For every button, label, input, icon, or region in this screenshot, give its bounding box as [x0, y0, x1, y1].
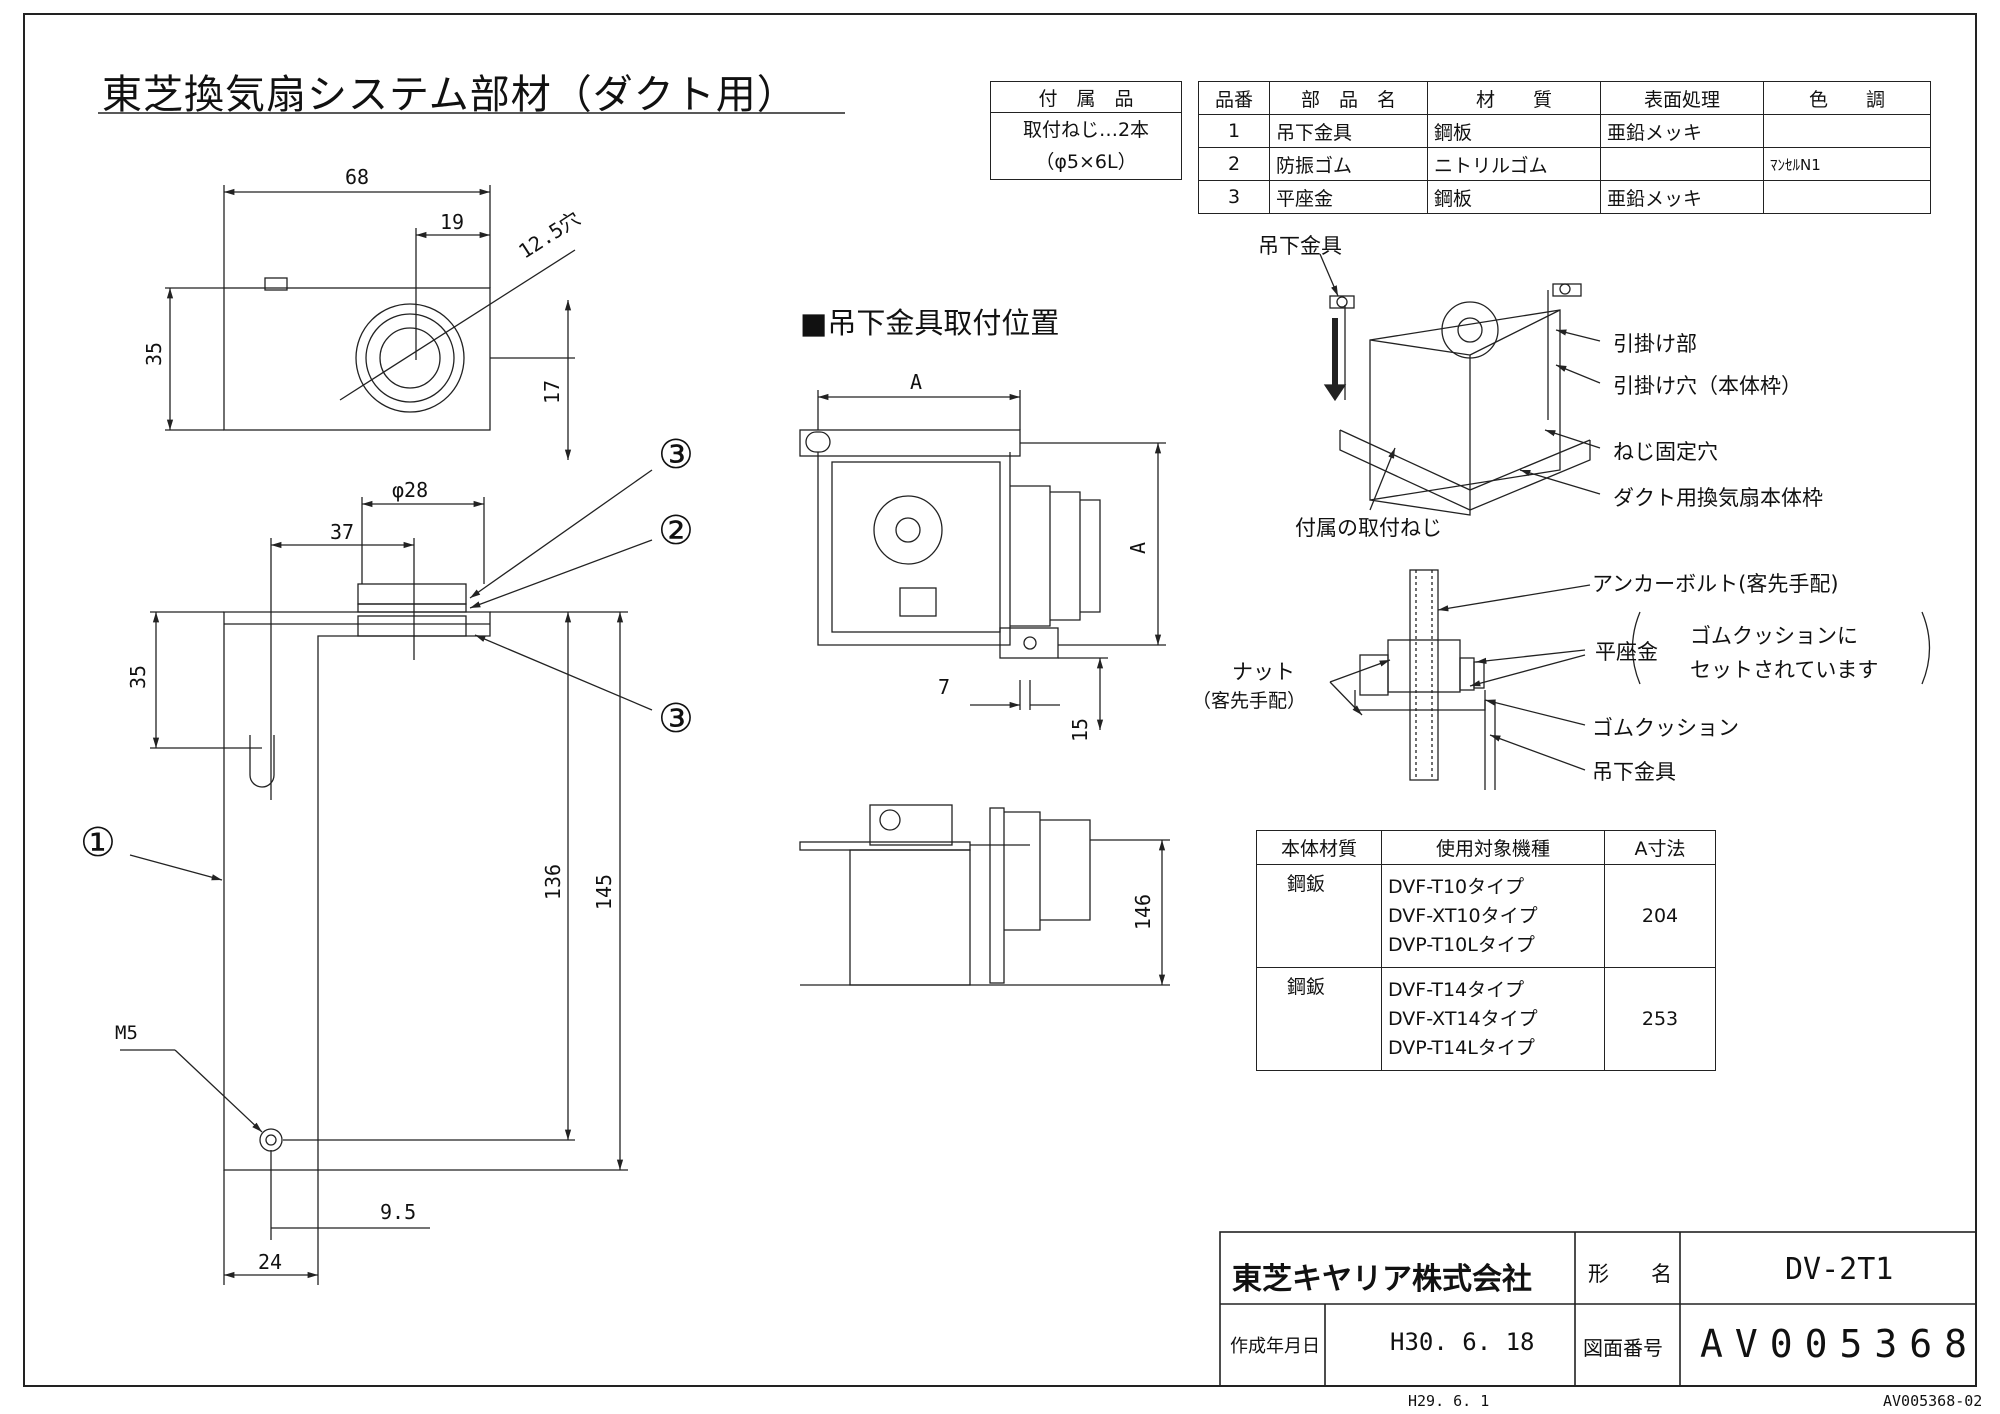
company-name: 東芝キヤリア株式会社 [1232, 1262, 1532, 1297]
label-hook: 引掛け部 [1613, 332, 1697, 356]
dim-24: 24 [258, 1250, 283, 1274]
dim-136: 136 [541, 863, 566, 901]
model-cell-a: 204 [1604, 864, 1716, 968]
parts-cell: 2 [1198, 147, 1270, 181]
model-table: 本体材質 使用対象機種 A寸法 鋼鈑 DVF-T10タイプ DVF-XT10タイ… [1256, 830, 1716, 1071]
model-name: DVF-XT14タイプ [1388, 1007, 1538, 1030]
model-cell-material: 鋼鈑 [1256, 967, 1382, 1071]
dim-15: 15 [1068, 717, 1093, 743]
label-cushion-note-2: セットされています [1690, 658, 1879, 682]
label-hanger: 吊下金具 [1258, 234, 1342, 258]
model-name: DVP-T10Lタイプ [1388, 933, 1535, 956]
dim-7: 7 [938, 675, 951, 699]
label-cushion-note-1: ゴムクッションに [1690, 624, 1858, 648]
creation-date: H30. 6. 18 [1390, 1328, 1535, 1356]
date-label: 作成年月日 [1230, 1336, 1320, 1357]
label-screw-hole: ねじ固定穴 [1613, 440, 1718, 464]
accessory-header: 付 属 品 [990, 81, 1182, 113]
parts-cell: 吊下金具 [1269, 114, 1428, 148]
parts-cell: 鋼板 [1427, 114, 1601, 148]
parts-cell: ニトリルゴム [1427, 147, 1601, 181]
label-nut-note: （客先手配） [1192, 690, 1307, 712]
parts-cell: 1 [1198, 114, 1270, 148]
label-hook-hole: 引掛け穴（本体枠） [1613, 374, 1802, 398]
dim-35: 35 [126, 664, 151, 690]
dim-145: 145 [592, 873, 617, 911]
accessory-line: 取付ねじ…2本 （φ5×6L） [990, 112, 1182, 180]
model-name: DVF-XT10タイプ [1388, 904, 1538, 927]
callout-3-bottom: ③ [658, 696, 694, 742]
dim-37: 37 [330, 520, 355, 544]
model-name: DVF-T10タイプ [1388, 875, 1525, 898]
model-header-models: 使用対象機種 [1381, 830, 1605, 865]
footer-date: H29. 6. 1 [1408, 1392, 1490, 1410]
page-title: 東芝換気扇システム部材（ダクト用） [102, 72, 798, 118]
accessory-line-1: 取付ねじ…2本 [1022, 119, 1150, 141]
parts-cell: ﾏﾝｾﾙN1 [1763, 147, 1931, 181]
label-washer: 平座金 [1595, 640, 1658, 664]
dim-35-top: 35 [142, 341, 167, 367]
callout-1: ① [80, 820, 116, 866]
label-anchor-bolt: アンカーボルト(客先手配) [1592, 572, 1839, 596]
mounting-plan-view [799, 390, 1166, 730]
parts-cell: 鋼板 [1427, 180, 1601, 214]
perspective-view [1319, 253, 1601, 516]
dim-146: 146 [1131, 893, 1156, 931]
accessory-line-2: （φ5×6L） [1035, 151, 1137, 173]
model-cell-models: DVF-T14タイプ DVF-XT14タイプ DVP-T14Lタイプ [1381, 967, 1605, 1071]
model-label: 形 名 [1588, 1262, 1672, 1286]
callout-3-top: ③ [658, 432, 694, 478]
parts-cell: 3 [1198, 180, 1270, 214]
dim-19: 19 [440, 210, 465, 234]
parts-header-finish: 表面処理 [1600, 81, 1764, 115]
drawing-number-label: 図面番号 [1583, 1336, 1663, 1360]
sheet-border [23, 13, 1977, 1387]
callout-2: ② [658, 508, 694, 554]
dim-68: 68 [345, 165, 370, 189]
footer-code: AV005368-02 [1883, 1392, 1983, 1410]
accessory-table: 付 属 品 取付ねじ…2本 （φ5×6L） [990, 81, 1182, 180]
parts-table: 品番 部 品 名 材 質 表面処理 色 調 1 吊下金具 鋼板 亜鉛メッキ 2 … [1198, 81, 1931, 214]
parts-header-color: 色 調 [1763, 81, 1931, 115]
model-number: DV-2T1 [1785, 1252, 1894, 1287]
parts-cell [1763, 180, 1931, 214]
hanger-front-view [120, 469, 653, 1285]
parts-cell: 防振ゴム [1269, 147, 1428, 181]
mounting-heading: ■吊下金具取付位置 [800, 306, 1060, 340]
dim-phi28: φ28 [392, 478, 429, 502]
mounting-side-view [799, 804, 1170, 986]
parts-cell [1600, 147, 1764, 181]
parts-header-material: 材 質 [1427, 81, 1601, 115]
model-header-a: A寸法 [1604, 830, 1716, 865]
label-included-screw: 付属の取付ねじ [1295, 516, 1442, 540]
dim-9-5: 9.5 [380, 1200, 417, 1224]
dim-a-side: A [1126, 541, 1151, 555]
model-cell-models: DVF-T10タイプ DVF-XT10タイプ DVP-T10Lタイプ [1381, 864, 1605, 968]
anchor-detail [1329, 569, 1931, 790]
dim-17: 17 [540, 379, 565, 405]
hanger-top-view [165, 185, 576, 460]
drawing-number: AV005368 [1700, 1322, 1980, 1366]
label-body-frame: ダクト用換気扇本体枠 [1613, 486, 1823, 510]
model-header-material: 本体材質 [1256, 830, 1382, 865]
label-anchor-hanger: 吊下金具 [1592, 760, 1676, 784]
title-block-frame [1219, 1231, 1977, 1387]
model-name: DVP-T14Lタイプ [1388, 1036, 1535, 1059]
label-nut: ナット [1232, 660, 1295, 684]
model-cell-material: 鋼鈑 [1256, 864, 1382, 968]
parts-cell: 亜鉛メッキ [1600, 114, 1764, 148]
dim-m5: M5 [115, 1022, 138, 1044]
model-name: DVF-T14タイプ [1388, 978, 1525, 1001]
parts-header-no: 品番 [1198, 81, 1270, 115]
parts-cell: 亜鉛メッキ [1600, 180, 1764, 214]
label-rubber-cushion: ゴムクッション [1592, 716, 1739, 740]
parts-header-name: 部 品 名 [1269, 81, 1428, 115]
model-cell-a: 253 [1604, 967, 1716, 1071]
dim-a-top: A [910, 370, 923, 394]
parts-cell [1763, 114, 1931, 148]
parts-cell: 平座金 [1269, 180, 1428, 214]
